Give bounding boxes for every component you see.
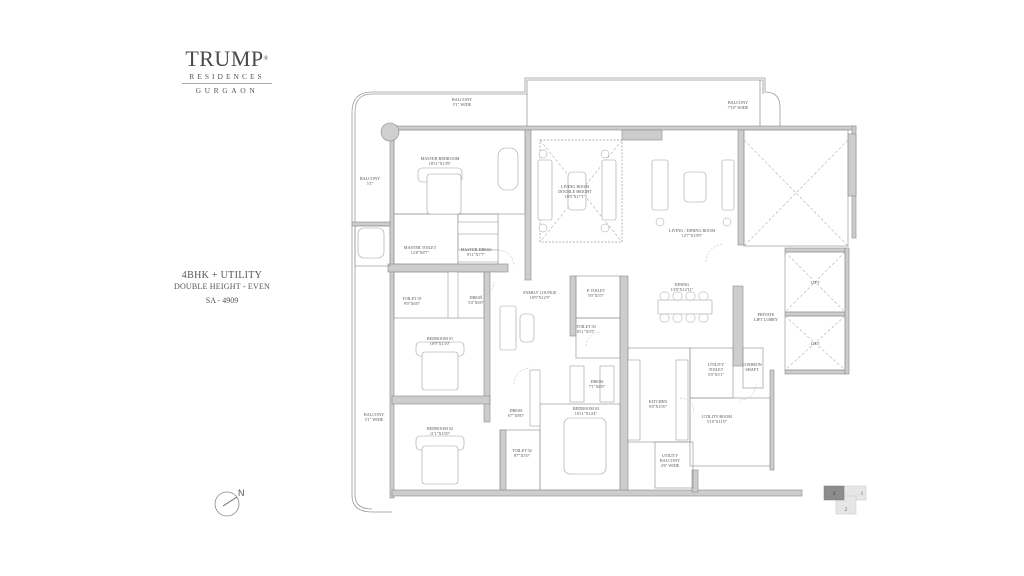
balcony-outline-top: [372, 77, 781, 128]
svg-text:UTILITY ROOM: UTILITY ROOM: [702, 414, 732, 419]
svg-text:MASTER DRESS: MASTER DRESS: [460, 247, 492, 252]
compass-circle-icon: [214, 491, 240, 517]
svg-text:MASTER TOILET: MASTER TOILET: [404, 245, 437, 250]
svg-text:5'4"X6'0": 5'4"X6'0": [468, 300, 485, 305]
brand-name: TRUMP®: [185, 46, 269, 71]
svg-text:FAMILY LOUNGE: FAMILY LOUNGE: [523, 290, 557, 295]
key-cell-3-active: [823, 485, 845, 501]
svg-text:10'9"X13'0": 10'9"X13'0": [430, 341, 451, 346]
svg-text:KITCHEN: KITCHEN: [649, 399, 667, 404]
svg-text:6'7"X8'0": 6'7"X8'0": [508, 413, 525, 418]
svg-text:5'10"X11'0": 5'10"X11'0": [707, 419, 728, 424]
svg-text:18'11"X13'9": 18'11"X13'9": [429, 161, 452, 166]
balcony-outline-left: [351, 91, 392, 513]
svg-text:BEDROOM 03: BEDROOM 03: [573, 406, 599, 411]
svg-text:BEDROOM 01: BEDROOM 01: [427, 336, 453, 341]
svg-text:UTILITY: UTILITY: [708, 362, 725, 367]
svg-text:3: 3: [833, 492, 836, 497]
svg-text:BALCONY: BALCONY: [452, 97, 472, 102]
svg-text:8'11"X5'5": 8'11"X5'5": [577, 329, 596, 334]
svg-text:5'0"X5'5": 5'0"X5'5": [588, 293, 605, 298]
svg-text:LIFT: LIFT: [811, 280, 820, 285]
svg-text:TOILET 03: TOILET 03: [576, 324, 596, 329]
compass-needle-icon: [222, 496, 238, 507]
svg-text:5'1" WIDE: 5'1" WIDE: [365, 417, 384, 422]
svg-text:TOILET 01: TOILET 01: [402, 296, 422, 301]
svg-text:10'11"X14'4": 10'11"X14'4": [575, 411, 598, 416]
svg-text:TOILET 02: TOILET 02: [512, 448, 532, 453]
svg-text:9'11"X7'7": 9'11"X7'7": [467, 252, 486, 257]
unit-type: 4BHK + UTILITY: [181, 270, 263, 281]
svg-text:BALCONY: BALCONY: [360, 176, 380, 181]
svg-text:LIVING ROOM: LIVING ROOM: [561, 184, 589, 189]
svg-text:DINING: DINING: [675, 282, 690, 287]
brand-logo: TRUMP® RESIDENCES GURGAON: [182, 48, 272, 95]
unit-variant: DOUBLE HEIGHT - EVEN: [173, 282, 271, 291]
brand-residences: RESIDENCES: [182, 72, 272, 84]
svg-text:7'10" WIDE: 7'10" WIDE: [728, 105, 749, 110]
north-compass: N: [214, 488, 245, 517]
svg-text:LIFT LOBBY: LIFT LOBBY: [754, 317, 778, 322]
svg-text:18'0"X17'1": 18'0"X17'1": [565, 194, 586, 199]
svg-text:8'7"X5'0": 8'7"X5'0": [514, 453, 531, 458]
svg-text:BALCONY: BALCONY: [660, 458, 680, 463]
svg-text:BALCONY: BALCONY: [728, 100, 748, 105]
svg-text:LIFT: LIFT: [811, 341, 820, 346]
key-plan: 3 1 2: [823, 485, 867, 515]
svg-text:BEDROOM 02: BEDROOM 02: [427, 426, 453, 431]
svg-text:MASTER BEDROOM: MASTER BEDROOM: [421, 156, 460, 161]
svg-text:5'1": 5'1": [367, 181, 374, 186]
svg-text:5'1" WIDE: 5'1" WIDE: [453, 102, 472, 107]
room-labels: BALCONY 5'1" WIDE BALCONY 7'10" WIDE BAL…: [360, 97, 820, 468]
svg-text:TOILET: TOILET: [709, 367, 724, 372]
column: [380, 122, 400, 142]
svg-text:COMMON: COMMON: [742, 362, 761, 367]
svg-text:DRESS: DRESS: [590, 379, 604, 384]
svg-text:12'7"X19'9": 12'7"X19'9": [682, 233, 703, 238]
unit-info: 4BHK + UTILITY DOUBLE HEIGHT - EVEN SA -…: [162, 270, 282, 305]
svg-text:PRIVATE: PRIVATE: [758, 312, 775, 317]
svg-text:P. TOILET: P. TOILET: [587, 288, 606, 293]
svg-text:2: 2: [845, 508, 848, 513]
svg-text:SHAFT: SHAFT: [745, 367, 759, 372]
svg-text:DOUBLE HEIGHT: DOUBLE HEIGHT: [558, 189, 592, 194]
svg-text:9'0"X6'0": 9'0"X6'0": [404, 301, 421, 306]
svg-text:LIVING / DINING ROOM: LIVING / DINING ROOM: [669, 228, 715, 233]
key-cell-2: [835, 495, 857, 515]
unit-area: SA - 4909: [205, 296, 239, 305]
svg-text:10'9"X12'9": 10'9"X12'9": [530, 295, 551, 300]
svg-text:BALCONY: BALCONY: [364, 412, 384, 417]
svg-text:1: 1: [861, 492, 864, 497]
svg-text:12'8"X8'7": 12'8"X8'7": [411, 250, 430, 255]
svg-text:11'1"X13'0": 11'1"X13'0": [430, 431, 451, 436]
svg-text:13'0"X12'11": 13'0"X12'11": [671, 287, 694, 292]
brand-city: GURGAON: [195, 86, 259, 95]
svg-text:DRESS: DRESS: [469, 295, 483, 300]
svg-text:7'1"X6'0": 7'1"X6'0": [589, 384, 606, 389]
svg-text:UTILITY: UTILITY: [662, 453, 679, 458]
svg-text:9'0"X15'0": 9'0"X15'0": [649, 404, 668, 409]
svg-text:5'0"X5'1": 5'0"X5'1": [708, 372, 725, 377]
compass-label: N: [238, 488, 245, 498]
svg-text:4'6" WIDE: 4'6" WIDE: [661, 463, 680, 468]
furniture: [357, 147, 735, 485]
svg-text:DRESS: DRESS: [509, 408, 523, 413]
